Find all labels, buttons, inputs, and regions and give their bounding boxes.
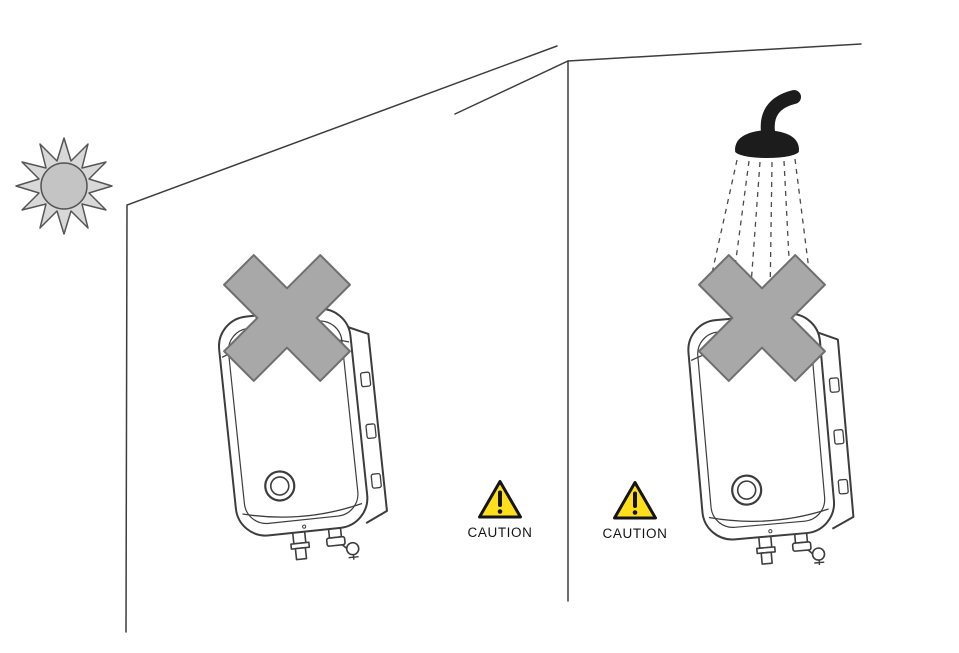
- spray-line: [706, 159, 738, 297]
- shower-arm: [760, 90, 801, 139]
- shower-head-icon: [735, 90, 801, 158]
- caution-label-right: CAUTION: [603, 526, 668, 541]
- caution-sign-left: CAUTION: [468, 479, 533, 540]
- spray-line: [749, 161, 761, 300]
- left-scene: CAUTION: [15, 45, 558, 633]
- caution-triangle-left: [477, 479, 523, 519]
- wall-corner-left: [125, 45, 558, 633]
- wall-edge: [125, 45, 558, 633]
- shower-head-rim: [735, 144, 799, 158]
- ceiling-edge: [454, 43, 862, 115]
- caution-label-left: CAUTION: [468, 525, 533, 540]
- right-scene: CAUTION: [454, 43, 862, 602]
- sun-core: [40, 162, 88, 210]
- sun-icon: [15, 137, 113, 235]
- spray-line: [769, 161, 773, 300]
- caution-sign-right: CAUTION: [603, 480, 668, 541]
- wall-corner-right: [454, 43, 862, 602]
- caution-triangle-right: [612, 480, 658, 520]
